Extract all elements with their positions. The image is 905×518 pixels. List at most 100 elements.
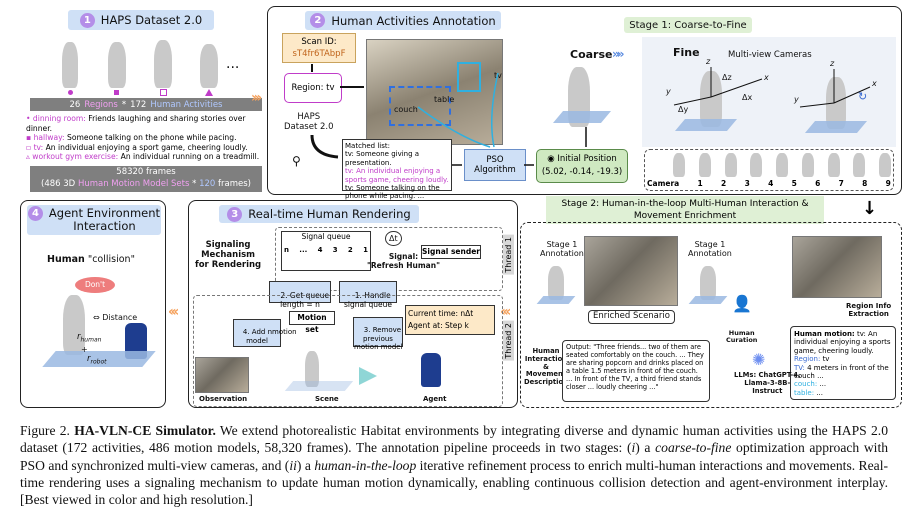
stage1-annotation-left: Stage 1 Annotation — [540, 240, 584, 259]
signal-text: Signal: "Refresh Human" — [367, 252, 440, 270]
axis-dy: Δy — [678, 105, 689, 114]
pso-label: PSO Algorithm — [474, 155, 516, 175]
scene-plane — [284, 381, 354, 391]
r-robot: rrobot — [87, 354, 107, 366]
panel4-number: 4 — [27, 206, 43, 221]
collision-human — [63, 295, 85, 355]
axis-z: z — [706, 57, 711, 66]
axis-y: y — [666, 87, 671, 96]
regions-count: 26 — [69, 99, 81, 110]
haps-label: HAPS Dataset 2.0 — [284, 112, 334, 132]
coarse-chevrons: »» — [612, 47, 624, 61]
panel4-header: 4 Agent Environment Interaction — [27, 205, 161, 235]
panel1-title: HAPS Dataset 2.0 — [100, 13, 203, 27]
region-scene-image — [792, 236, 882, 298]
activity-list: • dinning room: Friends laughing and sha… — [26, 114, 262, 162]
fine-label: Fine — [673, 46, 700, 59]
coarse-label: Coarse — [570, 48, 613, 61]
initial-position-box: ◉ Initial Position (5.02, -0.14, -19.3) — [536, 149, 628, 183]
remove-box: 3. Remove previous motion model — [353, 317, 403, 351]
regions-label: Regions — [84, 99, 118, 110]
panel4-title: Agent Environment Interaction — [48, 206, 161, 233]
scene-label: Scene — [315, 395, 339, 403]
output-label: Output: — [566, 343, 592, 351]
info-table: table: ... — [794, 388, 824, 397]
ann-human-left — [548, 266, 564, 300]
dont-bubble: Don't — [75, 277, 115, 293]
matched-title: Matched list: — [345, 142, 390, 150]
annotation-arrows — [310, 64, 587, 166]
observation-image — [195, 357, 249, 393]
fine-human-2 — [826, 77, 846, 129]
initial-position-value: (5.02, -0.14, -19.3) — [541, 167, 623, 177]
ann-plane-left — [536, 296, 576, 304]
panel-realtime-rendering: 3 Real-time Human Rendering Signaling Me… — [188, 200, 518, 408]
region-info-label: Region Info Extraction — [846, 302, 892, 319]
initial-position-label: ◉ Initial Position — [547, 154, 617, 164]
distance-icon: ⇔ — [93, 313, 103, 322]
scene-image — [366, 39, 503, 145]
stage1-annotation-right: Stage 1 Annotation — [688, 240, 732, 259]
fine-human — [700, 71, 722, 127]
agent-step: Agent at: Step k — [408, 321, 469, 330]
scene-label-couch: couch — [394, 105, 418, 114]
camera-view — [801, 153, 814, 177]
couch-box — [389, 86, 451, 126]
queue-item: 2 — [347, 246, 353, 254]
llm-icon: ✺ — [752, 350, 766, 369]
llms-label: LLMs: ChatGPT-4, Llama-3-8B- Instruct — [734, 371, 801, 395]
hid-label: Human Interaction & Movement Description — [524, 347, 568, 387]
scene-human — [305, 351, 319, 387]
magnifier-icon: ⚲ — [292, 154, 301, 168]
panel2-title: Human Activities Annotation — [331, 13, 496, 28]
matched-item: tv: Someone talking on the phone while p… — [345, 183, 440, 201]
panel1-number: 1 — [79, 12, 95, 28]
info-region: Region: tv — [794, 355, 830, 364]
axis-x: x — [764, 73, 769, 82]
camera-thumbs — [673, 153, 891, 179]
camera-view — [750, 153, 763, 177]
camera-label: Camera — [647, 179, 680, 188]
list-item: • dinning room: Friends laughing and sha… — [26, 114, 246, 133]
ann-human-right — [700, 266, 716, 300]
region-info-box: Human motion: tv: An individual enjoying… — [790, 326, 896, 400]
human-collision: Human "collision" — [47, 254, 135, 265]
output-box: Output: "Three friends... two of them ar… — [562, 340, 710, 402]
enriched-scene-image — [584, 236, 678, 306]
matched-list: Matched list: tv: Someone giving a prese… — [342, 139, 452, 200]
frames-footer: 58320 frames (486 3D Human Motion Model … — [30, 166, 262, 192]
curation-label: Human Curation — [726, 329, 758, 345]
matched-item: tv: An individual enjoying a sports game… — [345, 167, 449, 184]
models-ellipsis: ... — [226, 56, 240, 72]
arrow-chevrons-2: ‹‹‹ — [500, 304, 511, 320]
arrow-chevrons-3: ‹‹‹ — [168, 304, 179, 320]
scan-id-value: sT4fr6TAbpF — [292, 49, 346, 59]
queue-item: 4 — [317, 246, 323, 254]
tv-box — [457, 62, 481, 92]
axis-dz: Δz — [722, 73, 732, 82]
camera-view — [673, 153, 685, 177]
panel-stage2 — [520, 222, 902, 408]
ann-plane-right — [688, 296, 728, 304]
frames-total: 58320 frames — [116, 167, 176, 177]
current-time: Current time: nΔt — [408, 309, 474, 318]
human-model-2 — [108, 42, 126, 88]
arrow-chevrons-1: ››› — [251, 90, 262, 106]
thread2-area — [193, 295, 503, 407]
queue-items: n ... 4 3 2 1 — [284, 246, 368, 268]
camera-view — [827, 153, 840, 177]
activities-label: Human Activities — [150, 99, 223, 110]
signaling-label: Signaling Mechanism for Rendering — [195, 240, 262, 270]
marker-dot — [68, 90, 73, 95]
panel-haps-dataset: 1 HAPS Dataset 2.0 ... 26 Regions * 172 … — [20, 6, 265, 195]
marker-square — [114, 90, 119, 95]
thread1-tag: Thread 1 — [503, 235, 514, 275]
human-model-4 — [200, 44, 218, 88]
thread2-tag: Thread 2 — [503, 321, 514, 361]
panel3-header: 3 Real-time Human Rendering — [219, 205, 419, 223]
camera-view — [698, 153, 711, 177]
r-human: rhuman — [77, 332, 102, 344]
agent-label: Agent — [423, 395, 447, 403]
add-model-box: 4. Add nmotion model — [233, 319, 297, 347]
